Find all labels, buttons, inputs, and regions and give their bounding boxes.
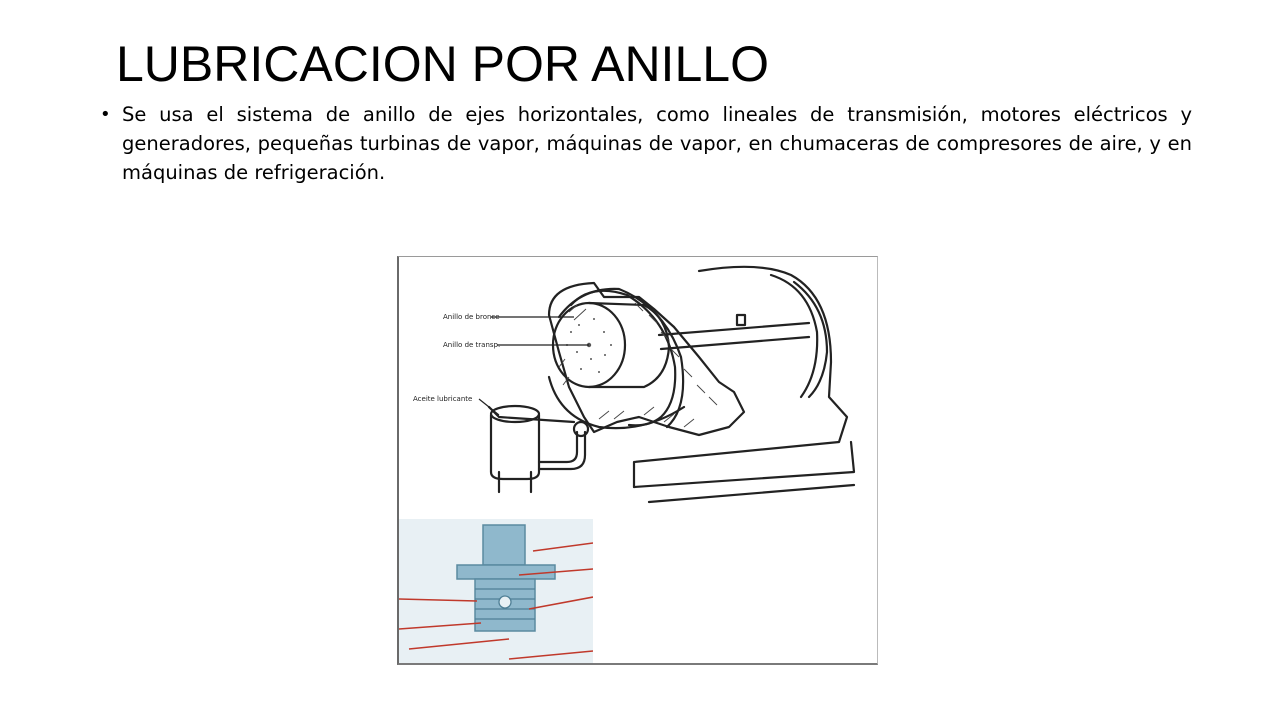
- label-anillo-transp: Anillo de transp.: [443, 341, 500, 349]
- label-aceite: Aceite lubricante: [413, 395, 472, 403]
- bullet-marker: •: [100, 104, 111, 125]
- bullet-text: Se usa el sistema de anillo de ejes hori…: [122, 103, 1192, 184]
- slide-title: LUBRICACION POR ANILLO: [116, 36, 769, 92]
- oil-cup-inset: [399, 519, 593, 663]
- bullet-item: • Se usa el sistema de anillo de ejes ho…: [98, 100, 1192, 187]
- oil-cup-diagram: [399, 519, 593, 663]
- label-anillo-bronce: Anillo de bronce: [443, 313, 500, 321]
- bearing-diagram: Anillo de bronce Anillo de transp. Aceit…: [413, 265, 856, 504]
- bullet-list: • Se usa el sistema de anillo de ejes ho…: [98, 100, 1192, 187]
- ring-lubrication-figure: Anillo de bronce Anillo de transp. Aceit…: [397, 256, 878, 665]
